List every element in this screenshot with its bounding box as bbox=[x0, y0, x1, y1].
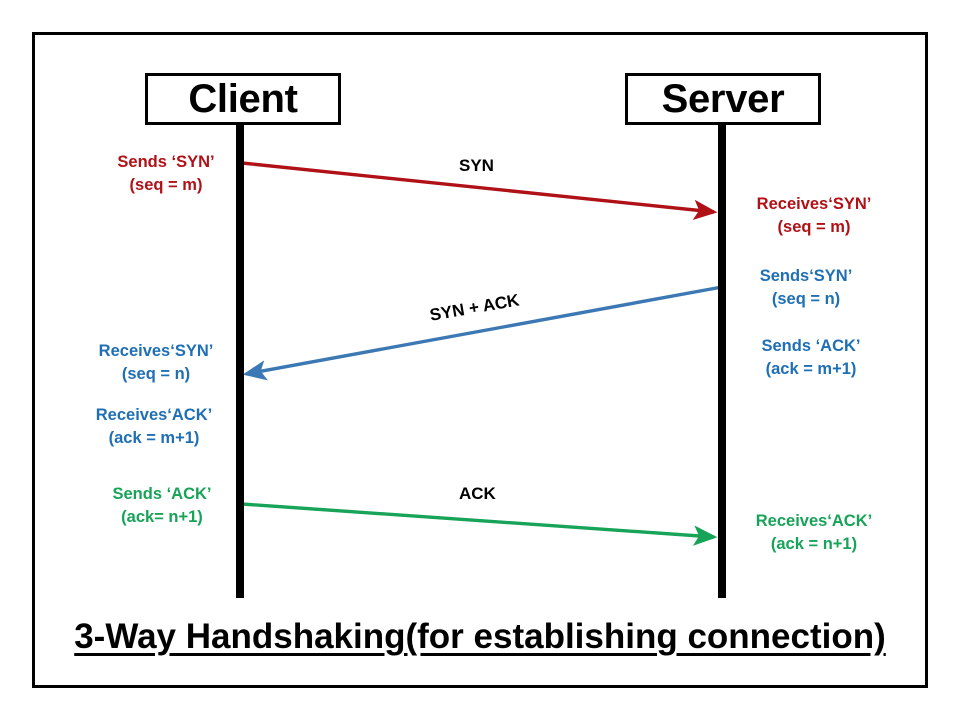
note-line-1: Sends‘SYN’ bbox=[759, 267, 853, 285]
client-lifeline bbox=[236, 122, 244, 598]
note-client-receives-syn: Receives‘SYN’ (seq = n) bbox=[84, 340, 228, 387]
note-line-1: Sends ‘SYN’ bbox=[117, 153, 215, 171]
note-line-1: Receives‘SYN’ bbox=[98, 342, 214, 360]
server-lifeline bbox=[718, 122, 726, 598]
note-client-sends-ack: Sends ‘ACK’ (ack= n+1) bbox=[96, 483, 228, 530]
note-client-sends-syn: Sends ‘SYN’ (seq = m) bbox=[104, 151, 228, 198]
note-line-1: Receives‘SYN’ bbox=[756, 195, 872, 213]
note-line-2: (seq = m) bbox=[129, 176, 203, 195]
note-line-1: Sends ‘ACK’ bbox=[112, 485, 212, 503]
note-line-2: (seq = n) bbox=[771, 290, 841, 309]
server-node-box[interactable]: Server bbox=[625, 73, 821, 125]
client-node-box[interactable]: Client bbox=[145, 73, 341, 125]
note-line-2: (seq = n) bbox=[121, 365, 191, 384]
note-line-1: Receives‘ACK’ bbox=[755, 512, 873, 530]
note-line-2: (ack= n+1) bbox=[121, 508, 203, 527]
server-node-label: Server bbox=[661, 77, 785, 121]
note-line-2: (ack = m+1) bbox=[108, 429, 200, 448]
note-server-sends-ack: Sends ‘ACK’ (ack = m+1) bbox=[744, 335, 878, 382]
note-server-receives-syn: Receives‘SYN’ (seq = m) bbox=[744, 193, 884, 240]
ack-message-label: ACK bbox=[459, 484, 496, 503]
note-server-sends-syn: Sends‘SYN’ (seq = n) bbox=[744, 265, 868, 312]
note-line-1: Sends ‘ACK’ bbox=[761, 337, 861, 355]
note-client-receives-ack: Receives‘ACK’ (ack = m+1) bbox=[80, 404, 228, 451]
note-line-2: (seq = m) bbox=[777, 218, 851, 237]
note-line-2: (ack = m+1) bbox=[765, 360, 857, 379]
note-line-2: (ack = n+1) bbox=[770, 535, 858, 554]
syn-message-label: SYN bbox=[459, 156, 494, 175]
diagram-title: 3-Way Handshaking(for establishing conne… bbox=[74, 617, 886, 656]
client-node-label: Client bbox=[188, 77, 298, 121]
note-line-1: Receives‘ACK’ bbox=[95, 406, 213, 424]
note-server-receives-ack: Receives‘ACK’ (ack = n+1) bbox=[744, 510, 884, 557]
